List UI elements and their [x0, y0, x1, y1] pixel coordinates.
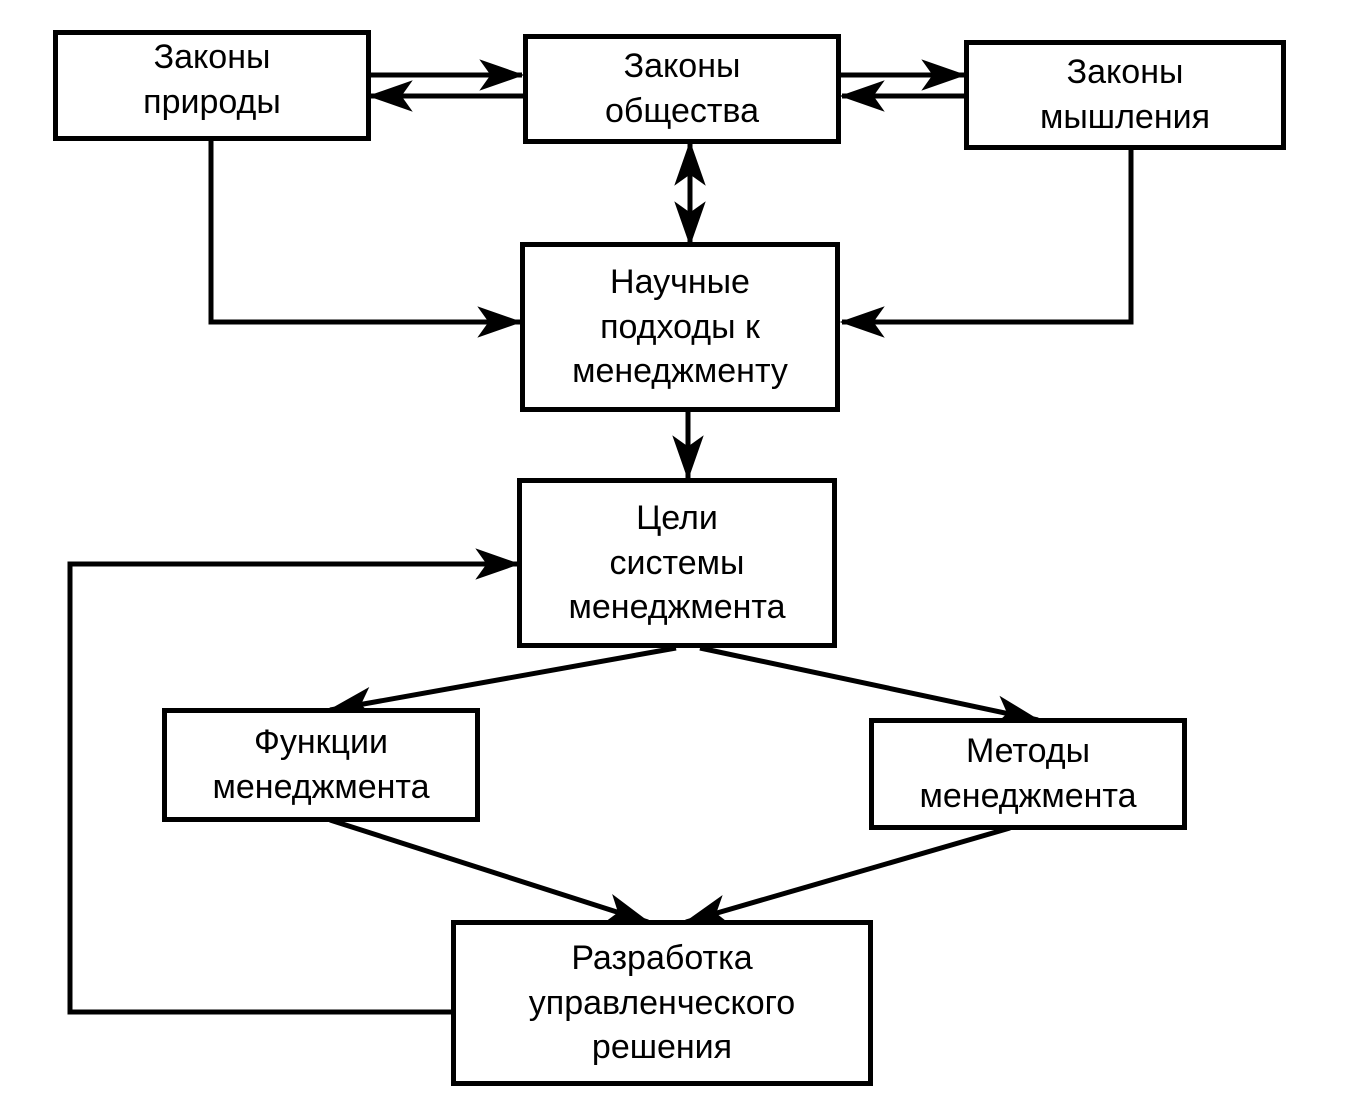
node-text-line: Функции — [254, 723, 388, 762]
node-system-goals: Цели системы менеджмента — [517, 478, 837, 648]
node-text-line: Методы — [965, 732, 1091, 771]
node-text-line: Разработка — [571, 938, 753, 977]
node-text-line: менеджмента — [212, 768, 430, 806]
node-management-functions: Функции менеджмента — [162, 708, 480, 822]
node-text-line: Законы — [623, 47, 741, 86]
node-text-line: решения — [591, 1028, 733, 1067]
node-text-line: Законы — [153, 38, 271, 76]
edge-decision-to-goals-feedback — [67, 548, 521, 1015]
node-text-line: управленческого — [528, 983, 796, 1022]
node-text-line: системы — [609, 543, 745, 582]
node-text-line: природы — [143, 82, 281, 121]
edge-thinking-to-approaches — [839, 148, 1134, 338]
edge-functions-to-decision — [329, 817, 651, 925]
node-management-methods: Методы менеджмента — [869, 718, 1187, 830]
node-text-line: Научные — [610, 262, 750, 301]
node-text-line: подходы к — [600, 307, 760, 346]
node-laws-of-nature: Законы природы — [53, 30, 371, 141]
node-text-line: общества — [604, 92, 760, 130]
edge-methods-to-decision — [683, 825, 1011, 926]
node-text-line: мышления — [1039, 98, 1211, 136]
node-laws-of-thinking: Законы мышления — [964, 40, 1286, 150]
node-text-line: менеджмента — [568, 588, 786, 627]
edge-nature-to-approaches — [208, 140, 523, 338]
node-text-line: Цели — [636, 498, 718, 537]
edge-goals-to-functions — [327, 645, 677, 718]
node-decision-development: Разработка управленческого решения — [451, 920, 873, 1086]
node-scientific-approaches: Научные подходы к менеджменту — [520, 242, 840, 412]
node-text-line: менеджменту — [572, 352, 788, 391]
node-text-line: Законы — [1066, 53, 1184, 92]
edge-goals-to-methods — [699, 645, 1041, 727]
node-laws-of-society: Законы общества — [523, 34, 841, 144]
node-text-line: менеджмента — [919, 777, 1137, 815]
